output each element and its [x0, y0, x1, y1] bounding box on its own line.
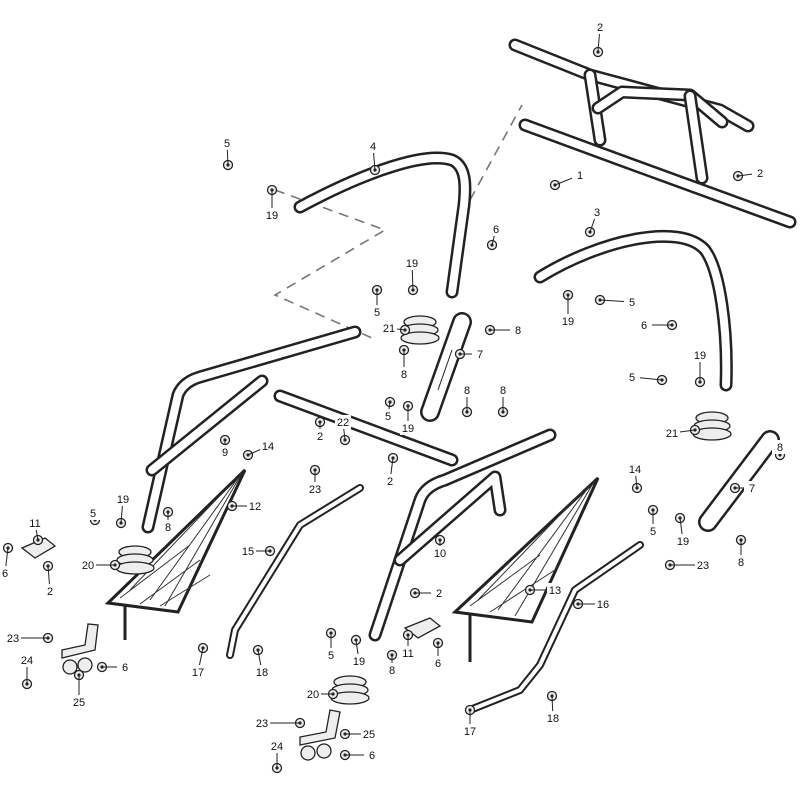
callout-label: 5 — [90, 508, 96, 520]
callout-label: 23 — [697, 560, 709, 572]
callout-label: 11 — [402, 648, 413, 660]
callout-label: 24 — [271, 741, 283, 753]
callout-label: 11 — [29, 518, 40, 530]
assembly-guide-line — [469, 104, 523, 201]
callout-label: 6 — [641, 320, 647, 332]
callout-label: 8 — [777, 442, 783, 454]
callout-label: 2 — [757, 168, 763, 180]
roll-bar-3 — [533, 229, 733, 392]
bellows-21-left — [400, 315, 440, 345]
callout-label: 19 — [402, 423, 414, 435]
side-frame-9 — [141, 325, 362, 534]
callout-label: 25 — [73, 697, 85, 709]
callout-label: 8 — [500, 385, 506, 397]
callout-label: 20 — [307, 689, 319, 701]
callout-label: 9 — [222, 447, 228, 459]
roll-bar-4 — [293, 151, 472, 299]
rod-16 — [466, 541, 644, 714]
frame-1 — [518, 118, 797, 229]
callout-label: 21 — [666, 428, 678, 440]
callout-label: 8 — [165, 522, 171, 534]
callout-label: 18 — [547, 713, 559, 725]
callout-label: 22 — [337, 417, 349, 429]
callout-label: 5 — [224, 138, 230, 150]
callout-label: 19 — [266, 210, 278, 222]
callout-label: 6 — [122, 662, 128, 674]
callout-label: 12 — [249, 501, 261, 513]
callout-label: 21 — [383, 323, 395, 335]
cross-bar-22 — [273, 389, 459, 467]
frame-tubes — [141, 38, 797, 714]
rod-15 — [226, 484, 364, 659]
callout-label: 23 — [309, 484, 321, 496]
assembly-guide-line — [273, 189, 387, 339]
callout-label: 5 — [650, 526, 656, 538]
callout-label: 25 — [363, 729, 375, 741]
callout-label: 6 — [2, 568, 8, 580]
callout-label: 13 — [549, 585, 561, 597]
callout-label: 23 — [7, 633, 19, 645]
callout-label: 24 — [21, 655, 33, 667]
callout-label: 3 — [594, 207, 600, 219]
callout-label: 6 — [435, 658, 441, 670]
callout-label: 19 — [694, 350, 706, 362]
callout-label: 8 — [515, 325, 521, 337]
shock-absorber-7-left — [420, 312, 472, 422]
callout-label: 10 — [434, 548, 446, 560]
bracket-11-right — [403, 617, 442, 639]
bellows-20-left — [115, 545, 155, 575]
callout-label: 15 — [242, 546, 254, 558]
callout-label: 5 — [385, 411, 391, 423]
callout-label: 19 — [117, 494, 129, 506]
callout-label: 8 — [401, 369, 407, 381]
callout-label: 2 — [436, 588, 442, 600]
callout-label: 2 — [597, 22, 603, 34]
callout-label: 14 — [629, 464, 641, 476]
fasteners — [2, 46, 786, 774]
callout-label: 8 — [389, 665, 395, 677]
callout-label: 19 — [353, 656, 365, 668]
side-frame-9 — [145, 374, 269, 477]
bracket-25-right — [299, 709, 341, 761]
bellows-20-right — [330, 675, 370, 705]
callout-label: 23 — [256, 718, 268, 730]
callout-label: 5 — [374, 307, 380, 319]
callout-label: 2 — [47, 586, 53, 598]
frame-1 — [591, 85, 729, 129]
callout-label: 8 — [464, 385, 470, 397]
callout-label: 17 — [192, 667, 204, 679]
callout-label: 19 — [562, 316, 574, 328]
callout-label: 16 — [597, 599, 609, 611]
leader-lines — [4, 26, 781, 768]
callout-label: 5 — [328, 650, 334, 662]
callout-label: 17 — [464, 726, 476, 738]
callout-label: 5 — [629, 297, 635, 309]
callout-label: 19 — [677, 536, 689, 548]
side-frame-10 — [393, 470, 507, 567]
callout-label: 1 — [577, 170, 583, 182]
side-frame-10 — [368, 428, 557, 642]
callout-label: 8 — [738, 557, 744, 569]
callout-label: 6 — [369, 750, 375, 762]
callout-label: 7 — [749, 483, 755, 495]
callout-label: 19 — [406, 258, 418, 270]
callout-label: 5 — [629, 372, 635, 384]
callout-label: 2 — [387, 476, 393, 488]
callout-label: 2 — [317, 431, 323, 443]
frame-1 — [683, 89, 709, 185]
net-12 — [104, 468, 247, 640]
shock-absorber-7-right — [698, 430, 780, 532]
callout-label: 18 — [256, 667, 268, 679]
callout-label: 14 — [262, 441, 274, 453]
callout-label: 6 — [493, 224, 499, 236]
callout-label: 7 — [477, 349, 483, 361]
net-13 — [451, 476, 600, 662]
callout-label: 20 — [82, 560, 94, 572]
bellows-21-right — [692, 411, 732, 441]
callout-label: 4 — [370, 141, 376, 153]
bracket-25-left — [61, 623, 99, 675]
